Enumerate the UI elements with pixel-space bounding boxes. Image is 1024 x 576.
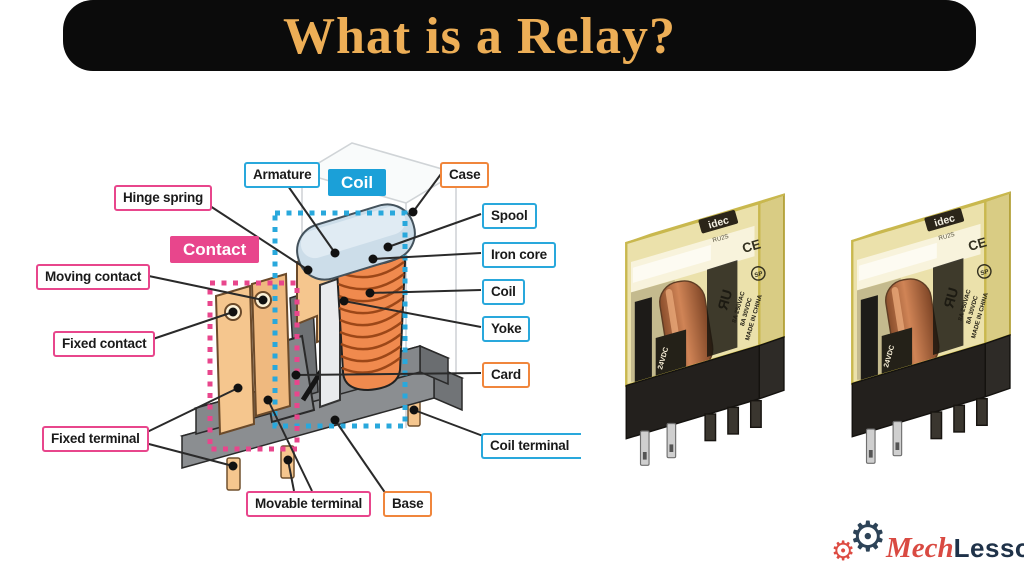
label-moving-contact: Moving contact (36, 264, 151, 290)
label-movable-terminal: Movable terminal (246, 491, 372, 517)
logo-part-lesson: Lesson (953, 533, 1024, 563)
label-fixed-contact: Fixed contact (53, 331, 156, 357)
logo-part-mech: Mech (886, 532, 954, 564)
relay-cutaway-illustration (143, 142, 484, 495)
label-base: Base (383, 491, 433, 517)
label-case: Case (440, 162, 490, 188)
gear-icon: ⚙ (849, 512, 887, 561)
label-coil: Coil (482, 279, 525, 305)
label-spool: Spool (482, 203, 537, 229)
logo-text: MechLesson (886, 532, 1024, 565)
title-banner: What is a Relay? (63, 0, 976, 71)
page-title: What is a Relay? (283, 8, 676, 65)
badge-contact-group: Contact (170, 236, 260, 263)
mechlesson-logo: ⚙ ⚙ MechLesson (831, 512, 1024, 576)
relay-photo-2 (851, 191, 1012, 465)
gear-icon: ⚙ (831, 536, 856, 567)
label-hinge-spring: Hinge spring (114, 185, 213, 211)
label-card: Card (482, 362, 530, 388)
label-yoke: Yoke (482, 316, 531, 342)
label-iron-core: Iron core (482, 242, 556, 268)
relay-photo-1 (625, 193, 786, 467)
label-fixed-terminal: Fixed terminal (42, 426, 149, 452)
label-coil-terminal: Coil terminal (481, 433, 581, 459)
badge-coil-group: Coil (328, 169, 387, 196)
label-armature: Armature (244, 162, 321, 188)
